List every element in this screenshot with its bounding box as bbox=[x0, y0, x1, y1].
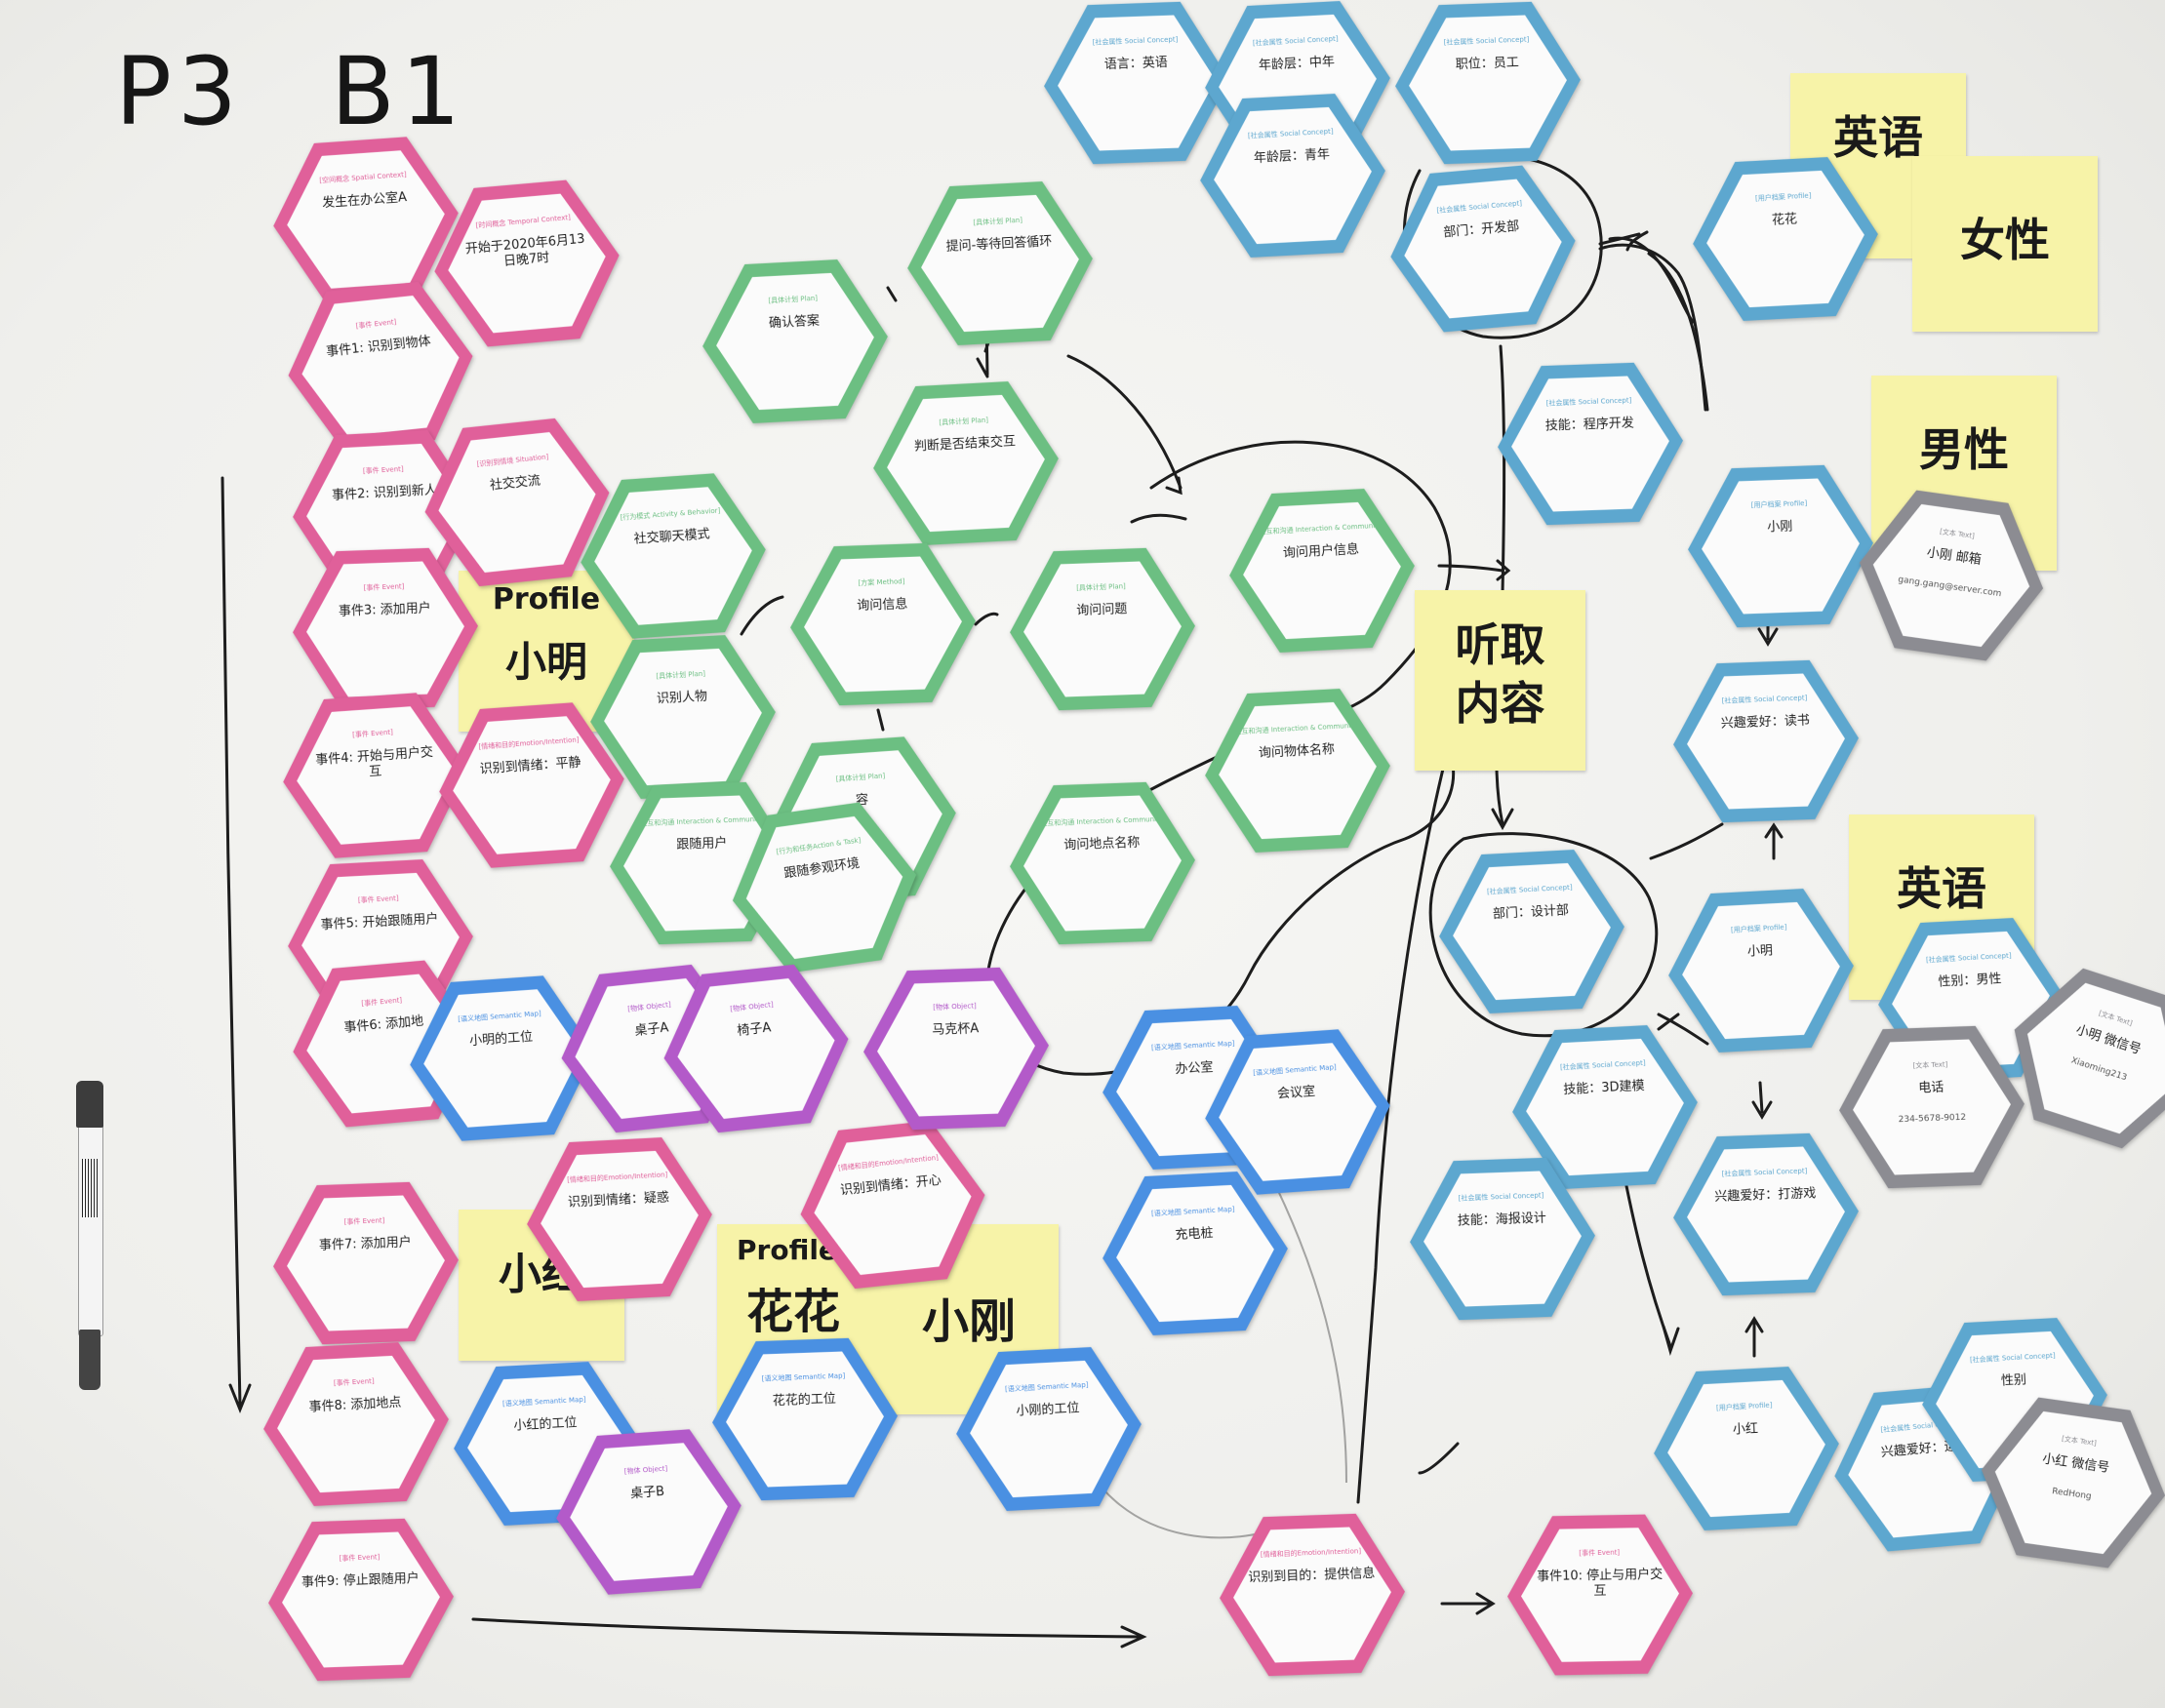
action-card: [交互和沟通 Interaction & Communication]询问物体名… bbox=[1201, 683, 1395, 858]
marker-pen bbox=[76, 1081, 103, 1393]
environment-card: [语义地图 Semantic Map]花花的工位 bbox=[709, 1333, 901, 1506]
note-line: 小刚 bbox=[922, 1294, 1017, 1349]
note-line: 内容 bbox=[1455, 677, 1545, 730]
user-card: [社会属性 Social Concept]技能：程序开发 bbox=[1495, 358, 1686, 531]
user-card: [社会属性 Social Concept]部门：开发部 bbox=[1383, 158, 1583, 339]
user-card: [用户档案 Profile]小红 bbox=[1650, 1361, 1844, 1536]
title-p3: P3 bbox=[115, 37, 243, 146]
action-card: [具体计划 Plan]提问-等待回答循环 bbox=[903, 176, 1098, 351]
loop-circle-2 bbox=[1428, 832, 1659, 1038]
note-line: 男性 bbox=[1919, 423, 2009, 476]
user-card: [社会属性 Social Concept]职位：员工 bbox=[1392, 0, 1584, 169]
episode-card: [事件 Event]事件9: 停止跟随用户 bbox=[265, 1514, 457, 1687]
action-card: [行为模式 Activity & Behavior]社交聊天模式 bbox=[575, 467, 771, 646]
note-line: 女性 bbox=[1960, 214, 2050, 266]
environment-card: [语义地图 Semantic Map]充电桩 bbox=[1099, 1166, 1293, 1341]
user-card: [用户档案 Profile]花花 bbox=[1689, 151, 1883, 327]
timeline-arrow bbox=[221, 476, 242, 1407]
note-line: 英语 bbox=[1833, 111, 1923, 164]
action-card: [行为和任务Action & Task]跟随参观环境 bbox=[721, 793, 928, 983]
object-card: [物体 Object]椅子A bbox=[656, 957, 858, 1141]
note-line: 花花 bbox=[746, 1285, 841, 1339]
action-card: [方案 Method]询问信息 bbox=[787, 538, 979, 711]
environment-card: [语义地图 Semantic Map]小刚的工位 bbox=[952, 1341, 1146, 1517]
episode-card: [情绪和目的Emotion/Intention]识别到目的：提供信息 bbox=[1217, 1509, 1408, 1682]
note-line: 小明 bbox=[504, 638, 587, 686]
marker-body bbox=[78, 1110, 103, 1336]
card-label: 事件10: 停止与用户交互 bbox=[1537, 1567, 1664, 1600]
user-card: [社会属性 Social Concept]年龄层：青年 bbox=[1196, 88, 1390, 263]
user-card: [社会属性 Social Concept]技能：海报设计 bbox=[1407, 1153, 1598, 1326]
user-card: [社会属性 Social Concept]兴趣爱好：打游戏 bbox=[1670, 1129, 1862, 1301]
action-card: [具体计划 Plan]判断是否结束交互 bbox=[869, 376, 1063, 551]
action-card: [交互和沟通 Interaction & Communication]询问地点名… bbox=[1007, 777, 1198, 950]
marker-barcode bbox=[82, 1159, 98, 1217]
sticky-note: 女性 bbox=[1912, 156, 2098, 332]
action-card: [交互和沟通 Interaction & Communication]询问用户信… bbox=[1225, 483, 1420, 658]
note-line: 听取 bbox=[1455, 618, 1545, 671]
sticky-note: 听取 内容 bbox=[1415, 590, 1585, 771]
marker-cap bbox=[76, 1081, 103, 1128]
marker-end bbox=[79, 1330, 100, 1390]
user-card: [用户档案 Profile]小刚 bbox=[1685, 460, 1876, 633]
episode-card: [事件 Event]事件8: 添加地点 bbox=[260, 1336, 454, 1512]
episode-card: [情绪和目的Emotion/Intention]识别到情绪：开心 bbox=[792, 1113, 994, 1297]
note-line: Profile bbox=[492, 582, 601, 616]
episode-card: [事件 Event]事件7: 添加用户 bbox=[270, 1177, 461, 1350]
title-handwriting: P3 B1 bbox=[115, 37, 466, 146]
title-b1: B1 bbox=[330, 37, 466, 146]
object-card: [物体 Object]马克杯A bbox=[861, 963, 1052, 1135]
bottom-arrow bbox=[471, 1617, 1143, 1639]
user-card: [社会属性 Social Concept]部门：设计部 bbox=[1435, 844, 1629, 1019]
action-card: [具体计划 Plan]询问问题 bbox=[1007, 543, 1198, 716]
user-card: [社会属性 Social Concept]兴趣爱好：读书 bbox=[1670, 655, 1862, 828]
episode-card: [情绪和目的Emotion/Intention]识别到情绪：疑惑 bbox=[523, 1132, 717, 1307]
note-line: 英语 bbox=[1897, 862, 1986, 915]
action-card: [具体计划 Plan]确认答案 bbox=[699, 254, 893, 429]
